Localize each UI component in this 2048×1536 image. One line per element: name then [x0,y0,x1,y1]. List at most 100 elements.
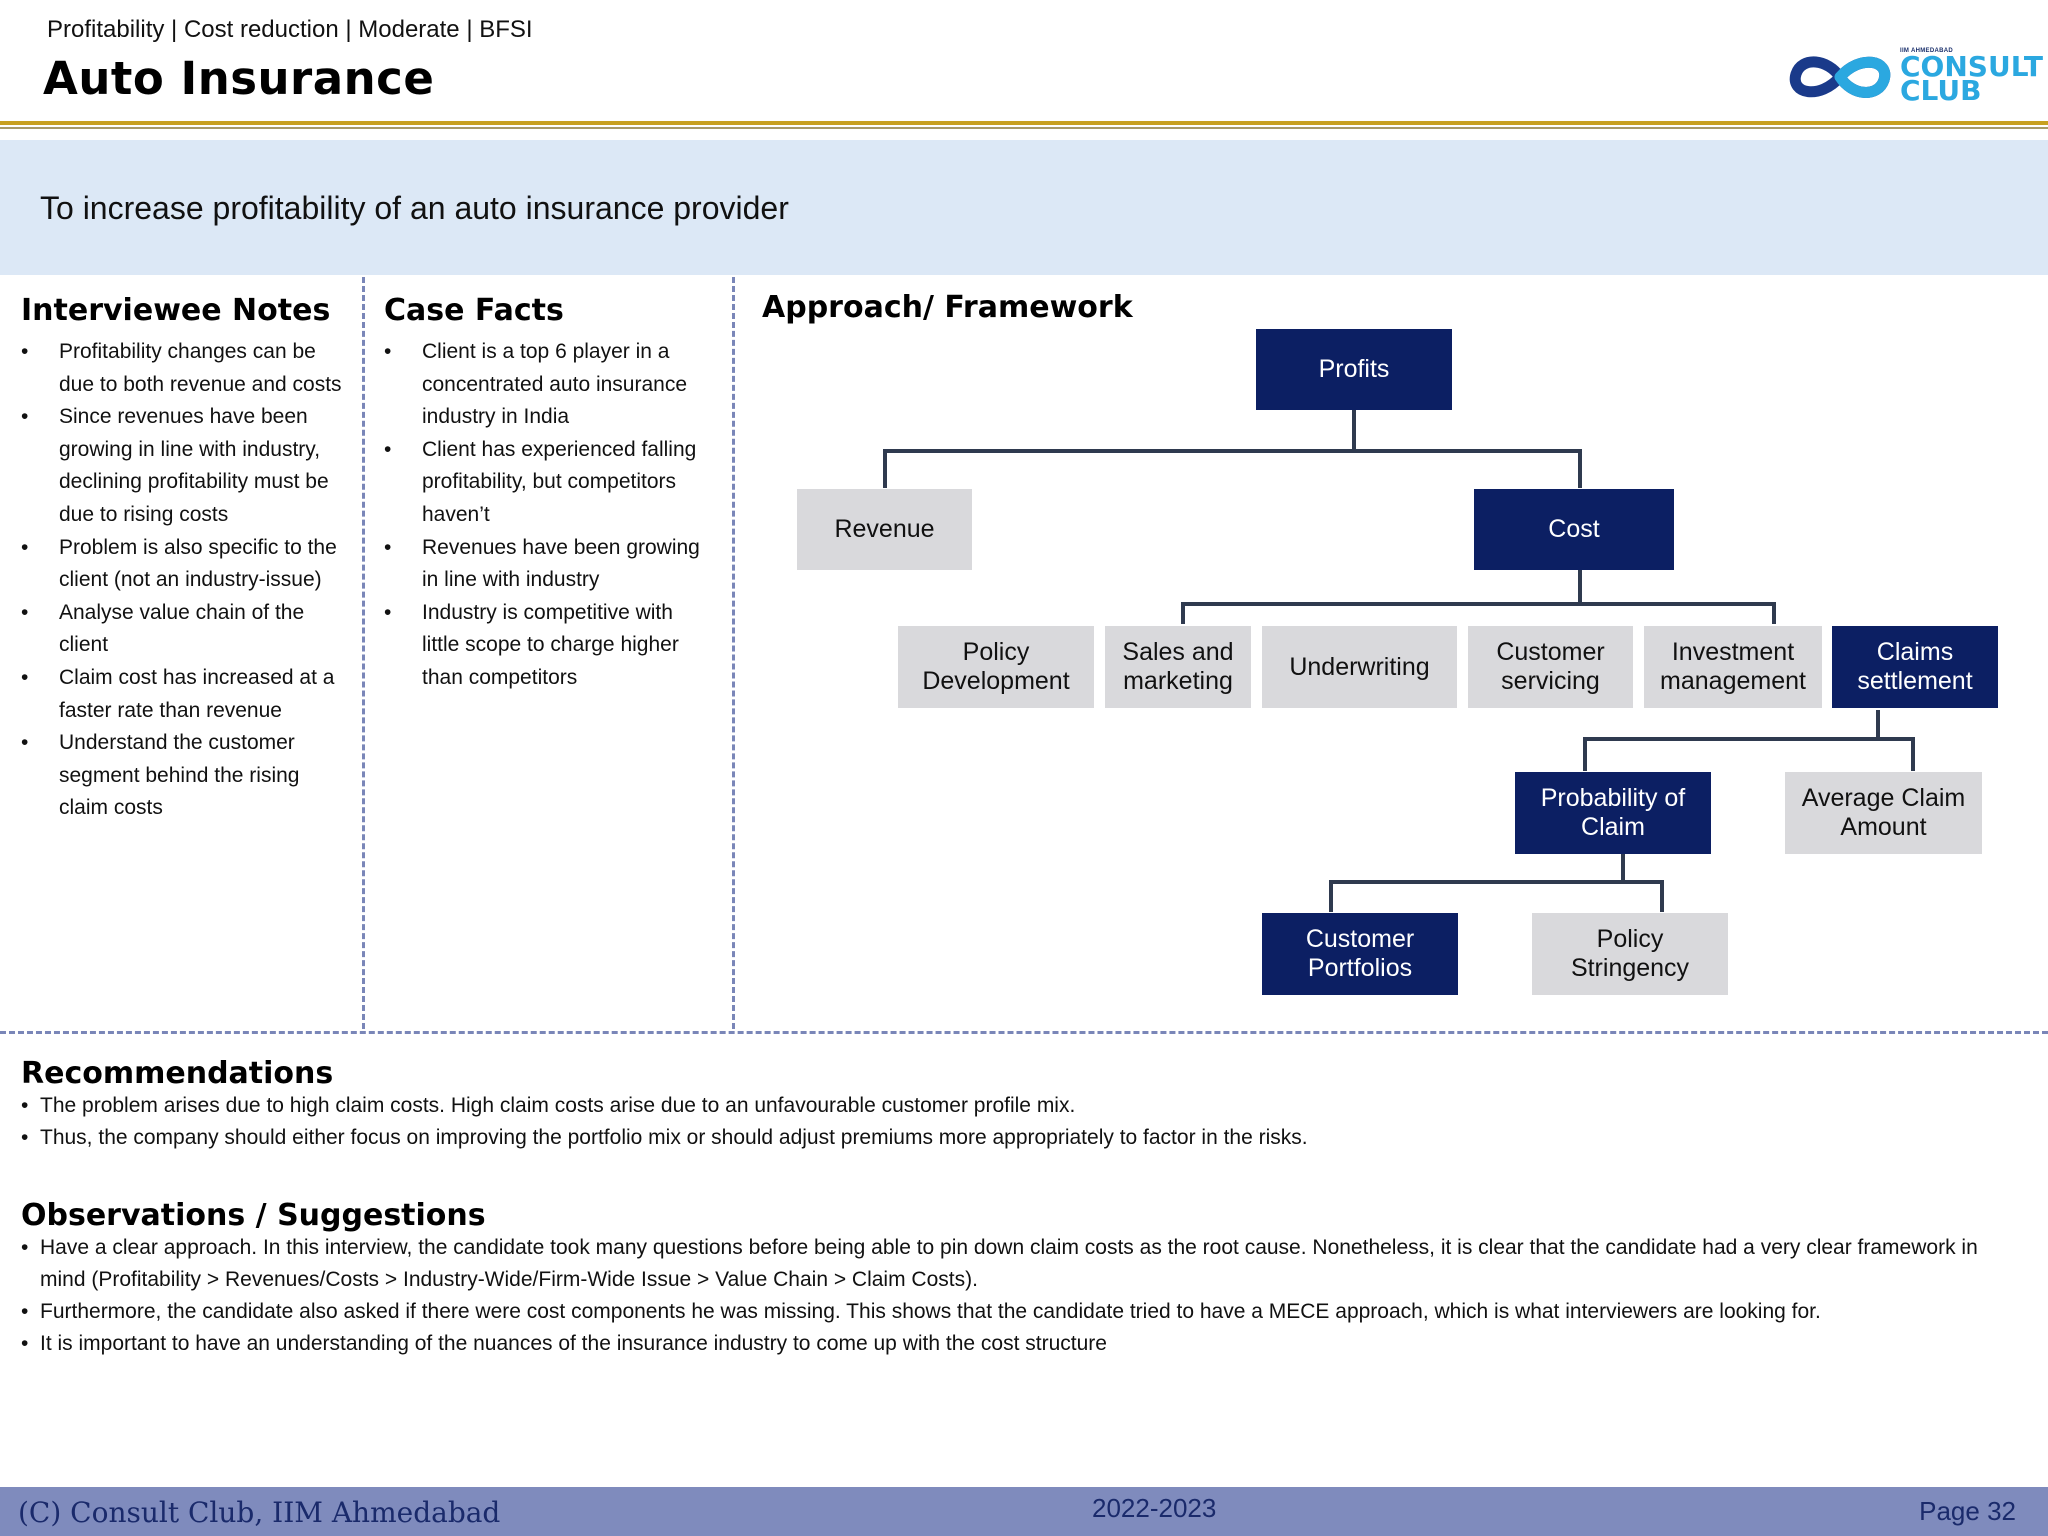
text-line: due to both revenue and costs [59,372,342,396]
node-label-line: Investment [1671,638,1795,666]
logo-text-consult: CONSULT [1900,50,2043,83]
node-label-line: Sales and [1122,638,1234,666]
text-line: It is important to have an understanding… [40,1332,1107,1355]
node-label-line: Customer [1305,925,1415,953]
case-fact-item: Client has experienced falling profitabil… [384,434,724,532]
infinity-logo-icon [1789,56,1891,98]
observation-item: Furthermore, the candidate also asked if… [21,1296,2021,1328]
node-label: Underwriting [1289,653,1429,682]
text-line: Understand the customer [59,731,295,755]
case-tags: Profitability | Cost reduction | Moderat… [47,16,533,43]
node-label-line: Underwriting [1289,652,1430,681]
observations-list: Have a clear approach. In this interview… [21,1232,2021,1360]
column-divider-2 [732,277,735,1029]
interviewee-note-item: Problem is also specific to the client (n… [21,532,356,597]
logo-text-club: CLUB [1900,74,1982,107]
logo-institute-text: IIM AHMEDABAD [1900,48,1954,54]
interviewee-note-item: Claim cost has increased at a faster rate… [21,662,356,727]
text-line: than competitors [422,665,578,689]
text-line: Furthermore, the candidate also asked if… [40,1300,1821,1323]
observations-heading: Observations / Suggestions [21,1198,486,1233]
interviewee-note-item: Profitability changes can be due to both … [21,336,356,401]
text-line: mind (Profitability > Revenues/Costs > I… [40,1268,978,1291]
node-label-line: Policy [1596,925,1664,953]
text-line: concentrated auto insurance [422,372,688,396]
node-label-line: marketing [1123,667,1233,695]
footer-year: 2022-2023 [1092,1493,1217,1523]
interviewee-notes-heading: Interviewee Notes [21,293,331,328]
text-line: due to rising costs [59,502,229,526]
text-line: faster rate than revenue [59,698,282,722]
text-line: Profitability changes can be [59,340,316,363]
interviewee-note-item: Since revenues have been growing in line … [21,401,356,531]
observation-item: It is important to have an understanding… [21,1328,2021,1360]
case-fact-item: Industry is competitive with little scope… [384,597,724,695]
header-divider-thin [0,127,2048,129]
text-line: Client has experienced falling [422,437,697,461]
recommendations-heading: Recommendations [21,1056,334,1091]
text-line: in line with industry [422,568,600,592]
problem-statement: To increase profitability of an auto ins… [40,190,789,226]
node-label-line: management [1660,667,1806,695]
text-line: little scope to charge higher [422,633,679,657]
text-line: industry in India [422,405,570,429]
node-label: Profits [1319,355,1390,384]
text-line: growing in line with industry, [59,437,321,461]
node-label-line: Customer [1496,638,1605,666]
connector-probability-branch [1329,880,1664,912]
recommendations-list: The problem arises due to high claim cos… [21,1090,2021,1154]
text-line: client [59,633,109,657]
text-line: Since revenues have been [59,405,308,429]
text-line: client (not an industry-issue) [59,568,322,592]
node-profits: Profits [1256,329,1452,410]
node-label-line: Development [922,667,1070,695]
node-underwriting: Underwriting [1262,626,1457,708]
text-line: claim costs [59,796,163,820]
node-label-line: Stringency [1570,954,1690,982]
node-revenue: Revenue [797,489,972,570]
connector-claims-branch [1583,737,1915,771]
node-label-line: Claims [1876,638,1954,666]
case-fact-item: Client is a top 6 player in a concentrate… [384,336,724,434]
text-line: profitability, but competitors [422,470,677,494]
connector-cost-branch [1181,602,1776,624]
case-facts-list: Client is a top 6 player in a concentrate… [384,336,724,695]
node-label-line: Policy [962,638,1030,666]
footer-copyright: (C) Consult Club, IIM Ahmedabad [18,1496,501,1529]
text-line: Revenues have been growing [422,535,700,559]
text-line: declining profitability must be [59,470,329,494]
recommendation-item: Thus, the company should either focus on… [21,1122,2021,1154]
text-line: haven’t [422,502,490,526]
framework-heading: Approach/ Framework [762,290,1133,325]
text-line: segment behind the rising [59,763,300,787]
node-label-line: Profits [1318,355,1390,383]
node-label: Cost [1548,515,1599,544]
text-line: Claim cost has increased at a [59,665,335,689]
text-line: Industry is competitive with [422,600,673,624]
text-line: Problem is also specific to the [59,535,337,559]
text-line: Client is a top 6 player in a [422,340,670,363]
page-title: Auto Insurance [43,52,435,105]
case-fact-item: Revenues have been growing in line with i… [384,532,724,597]
observation-item: Have a clear approach. In this interview… [21,1232,2021,1296]
node-label-line: servicing [1501,667,1600,695]
problem-statement-band: To increase profitability of an auto ins… [0,140,2048,275]
text-line: Have a clear approach. In this interview… [40,1236,1978,1259]
footer-bar: (C) Consult Club, IIM Ahmedabad 2022-202… [0,1487,2048,1536]
